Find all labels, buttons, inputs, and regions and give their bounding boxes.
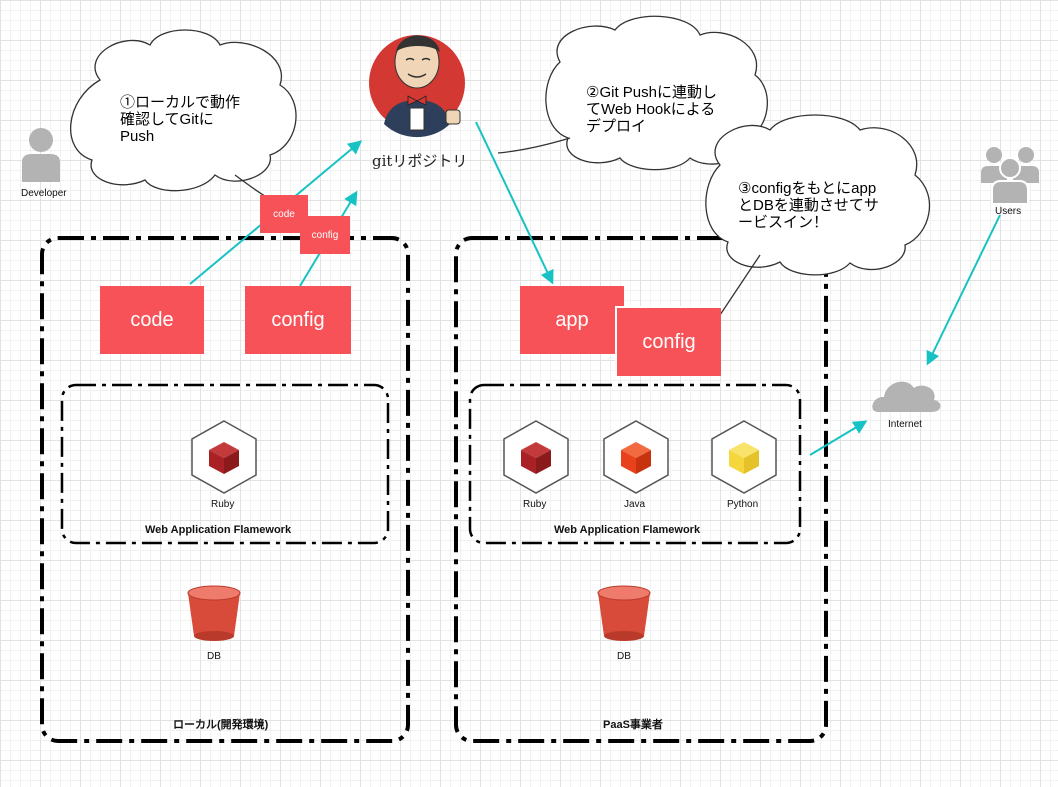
- paas-python-label: Python: [727, 499, 759, 510]
- paas-db-label: DB: [617, 651, 631, 662]
- internet-label: Internet: [888, 419, 922, 430]
- paas-config-box: config: [615, 306, 721, 376]
- bubble-step3-line2: とDBを連動させてサ: [738, 197, 879, 214]
- speech-bubble-step3: [705, 114, 931, 319]
- bubble-step3-line1: ③configをもとにapp: [738, 180, 877, 197]
- bubble-step1-line2: 確認してGitに: [120, 111, 214, 128]
- jenkins-mascot-icon: [369, 35, 465, 138]
- local-ruby-label: Ruby: [211, 499, 235, 510]
- internet-cloud-icon: [872, 381, 941, 412]
- paas-ruby-cube-icon: [503, 420, 569, 494]
- arrow-git-to-paas: [475, 121, 554, 285]
- paas-db-bucket-icon: [597, 585, 651, 641]
- paas-container: [454, 236, 828, 743]
- local-environment-container: [40, 236, 410, 743]
- bubble-step2-line1: ②Git Pushに連動し: [586, 84, 717, 101]
- bubble-step2-line2: てWeb Hookによる: [586, 101, 716, 118]
- paas-app-box: app: [520, 286, 624, 354]
- commit-config-box: config: [300, 216, 350, 254]
- python-cube-icon: [711, 420, 777, 494]
- developer-icon: [22, 128, 60, 182]
- local-ruby-cube-icon: [191, 420, 257, 494]
- git-repository-label: gitリポジトリ: [372, 152, 468, 170]
- bubble-step2-line3: デプロイ: [586, 118, 647, 135]
- developer-label: Developer: [21, 188, 67, 199]
- local-container-title: ローカル(開発環境): [173, 719, 269, 731]
- paas-framework-label: Web Application Flamework: [554, 524, 701, 536]
- local-db-bucket-icon: [187, 585, 241, 641]
- local-framework-container: [60, 383, 390, 545]
- bubble-step3-text: ③configをもとにapp とDBを連動させてサ ービスイン！: [738, 180, 879, 231]
- local-db-label: DB: [207, 651, 221, 662]
- arrow-paas-to-internet: [809, 420, 868, 456]
- users-icon: [981, 147, 1039, 205]
- paas-ruby-label: Ruby: [523, 499, 547, 510]
- bubble-step2-text: ②Git Pushに連動し てWeb Hookによる デプロイ: [586, 84, 717, 135]
- bubble-step1-text: ①ローカルで動作 確認してGitに Push: [120, 94, 240, 145]
- arrow-users-to-internet: [926, 214, 1001, 366]
- paas-container-title: PaaS事業者: [603, 719, 663, 731]
- local-config-box: config: [245, 286, 351, 354]
- java-cube-icon: [603, 420, 669, 494]
- local-code-box: code: [100, 286, 204, 354]
- bubble-step1-line3: Push: [120, 128, 155, 145]
- paas-java-label: Java: [624, 499, 646, 510]
- paas-framework-container: [468, 383, 802, 545]
- bubble-step3-line3: ービスイン！: [738, 214, 829, 231]
- local-framework-label: Web Application Flamework: [145, 524, 292, 536]
- users-label: Users: [995, 206, 1022, 217]
- bubble-step1-line1: ①ローカルで動作: [120, 94, 241, 111]
